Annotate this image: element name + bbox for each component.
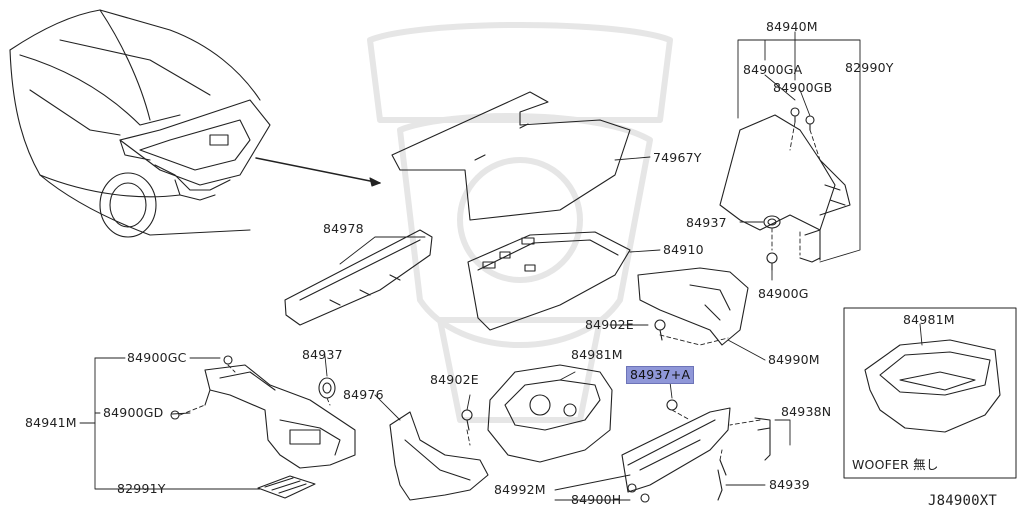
part-74967Y-floor-mat: [391, 91, 631, 221]
car-rear-view: [9, 9, 271, 238]
label-84937-top: 84937: [686, 215, 727, 230]
part-84910-floor-board: [467, 231, 631, 331]
part-82991Y-grill: [257, 475, 316, 499]
label-84900H: 84900H: [571, 492, 622, 507]
label-84900GC: 84900GC: [127, 350, 187, 365]
part-84941M-assembly: [204, 364, 356, 469]
label-84981M-mid: 84981M: [571, 347, 623, 362]
label-82990Y: 82990Y: [845, 60, 894, 75]
part-84990M-trim: [637, 267, 749, 346]
part-84940M-side-trim: [719, 114, 851, 261]
woofer-inset-box: [843, 307, 1017, 479]
label-84940M: 84940M: [766, 19, 818, 34]
label-84900GD: 84900GD: [103, 405, 164, 420]
woofer-note: WOOFER 無し: [852, 457, 939, 472]
part-84992M-board: [621, 407, 731, 493]
label-84902E-low: 84902E: [430, 372, 479, 387]
dashed-lines: [179, 121, 821, 461]
label-84939: 84939: [769, 477, 810, 492]
label-84990M: 84990M: [768, 352, 820, 367]
label-84910: 84910: [663, 242, 704, 257]
part-84978-trim: [284, 229, 433, 326]
diagram-code: J84900XT: [928, 493, 998, 509]
label-84938N: 84938N: [781, 404, 832, 419]
label-84937-A-selected[interactable]: 84937+A: [626, 366, 695, 384]
label-84941M: 84941M: [25, 415, 77, 430]
label-82991Y: 82991Y: [117, 481, 166, 496]
part-84976-trim: [389, 411, 489, 501]
label-84902E-mid: 84902E: [585, 317, 634, 332]
label-84900GB: 84900GB: [773, 80, 833, 95]
label-84976: 84976: [343, 387, 384, 402]
label-84992M: 84992M: [494, 482, 546, 497]
label-84900GA: 84900GA: [743, 62, 803, 77]
label-74967Y: 74967Y: [653, 150, 702, 165]
label-84900G: 84900G: [758, 286, 809, 301]
label-84937-left: 84937: [302, 347, 343, 362]
part-84981M-tray-inset: [864, 339, 1001, 433]
leader-lines: [79, 31, 861, 501]
label-84981M-inset: 84981M: [903, 312, 955, 327]
watermark-logo: [367, 22, 673, 423]
part-84981M-tray: [487, 364, 613, 463]
label-84978: 84978: [323, 221, 364, 236]
